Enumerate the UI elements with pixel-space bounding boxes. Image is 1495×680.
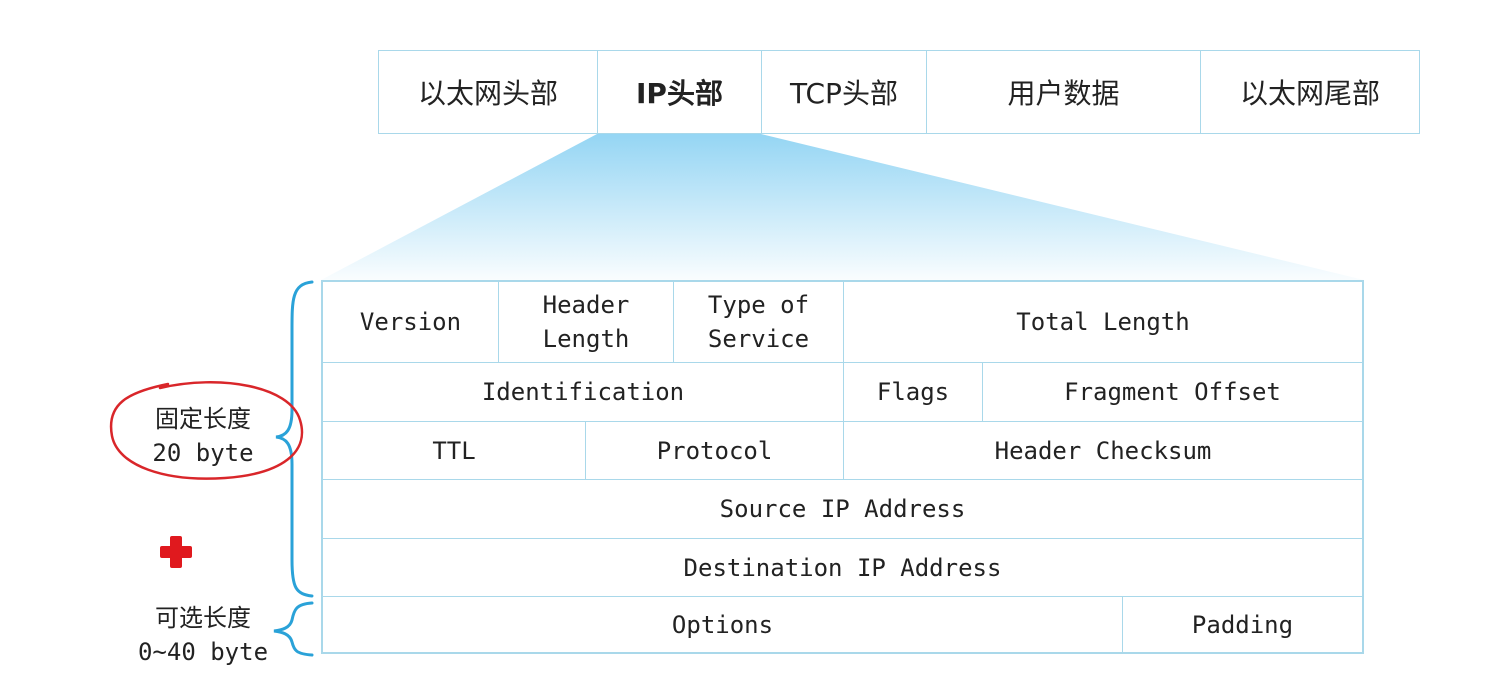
- field-fragment-offset-label: Fragment Offset: [1064, 378, 1281, 406]
- fixed-length-label-cn: 固定长度: [155, 405, 251, 433]
- optional-length-label: 可选长度 0~40 byte: [128, 601, 278, 669]
- fixed-length-brace: [275, 280, 314, 598]
- ip-header-grid: Version Header Length Type of Service To…: [321, 280, 1364, 654]
- field-source-ip-label: Source IP Address: [719, 495, 966, 523]
- field-flags: Flags: [843, 362, 983, 422]
- field-type-of-service-line1: Type of: [707, 291, 810, 319]
- optional-length-label-en: 0~40 byte: [137, 638, 269, 666]
- field-options: Options: [322, 596, 1123, 653]
- field-destination-ip: Destination IP Address: [322, 538, 1363, 597]
- field-identification: Identification: [322, 362, 844, 422]
- field-identification-label: Identification: [481, 378, 685, 406]
- field-flags-label: Flags: [876, 378, 950, 406]
- field-options-label: Options: [671, 610, 774, 639]
- field-fragment-offset: Fragment Offset: [982, 362, 1363, 422]
- frame-user-data: 用户数据: [926, 50, 1201, 134]
- frame-user-data-label: 用户数据: [1007, 77, 1120, 110]
- frame-tcp-header-label: TCP头部: [790, 77, 898, 110]
- optional-length-label-cn: 可选长度: [155, 604, 251, 632]
- frame-ethernet-trailer: 以太网尾部: [1200, 50, 1420, 134]
- field-protocol-label: Protocol: [656, 436, 773, 465]
- field-destination-ip-label: Destination IP Address: [683, 553, 1002, 582]
- field-ttl-label: TTL: [432, 436, 476, 465]
- frame-tcp-header: TCP头部: [761, 50, 927, 134]
- fixed-length-label-en: 20 byte: [152, 439, 254, 467]
- field-type-of-service-line2: Service: [707, 325, 810, 353]
- optional-length-brace: [273, 601, 314, 657]
- field-total-length: Total Length: [843, 281, 1363, 363]
- field-version: Version: [322, 281, 499, 363]
- field-protocol: Protocol: [585, 421, 844, 480]
- field-header-length-line1: Header: [542, 291, 630, 319]
- field-header-checksum: Header Checksum: [843, 421, 1363, 480]
- field-header-checksum-label: Header Checksum: [994, 436, 1212, 465]
- fixed-length-label: 固定长度 20 byte: [128, 402, 278, 470]
- highlight-circle: [109, 381, 304, 480]
- plus-icon: [160, 536, 192, 568]
- field-padding-label: Padding: [1191, 610, 1294, 639]
- frame-ethernet-trailer-label: 以太网尾部: [1239, 77, 1380, 110]
- field-total-length-label: Total Length: [1016, 308, 1190, 336]
- field-type-of-service: Type of Service: [673, 281, 844, 363]
- frame-ethernet-header: 以太网头部: [378, 50, 598, 134]
- field-padding: Padding: [1122, 596, 1363, 653]
- frame-ethernet-header-label: 以太网头部: [417, 77, 558, 110]
- frame-ip-header: IP头部: [597, 50, 762, 134]
- field-version-label: Version: [359, 308, 462, 336]
- field-header-length-line2: Length: [542, 325, 630, 353]
- zoom-funnel-shape: [321, 134, 1364, 280]
- frame-ip-header-label: IP头部: [636, 77, 723, 110]
- field-source-ip: Source IP Address: [322, 479, 1363, 539]
